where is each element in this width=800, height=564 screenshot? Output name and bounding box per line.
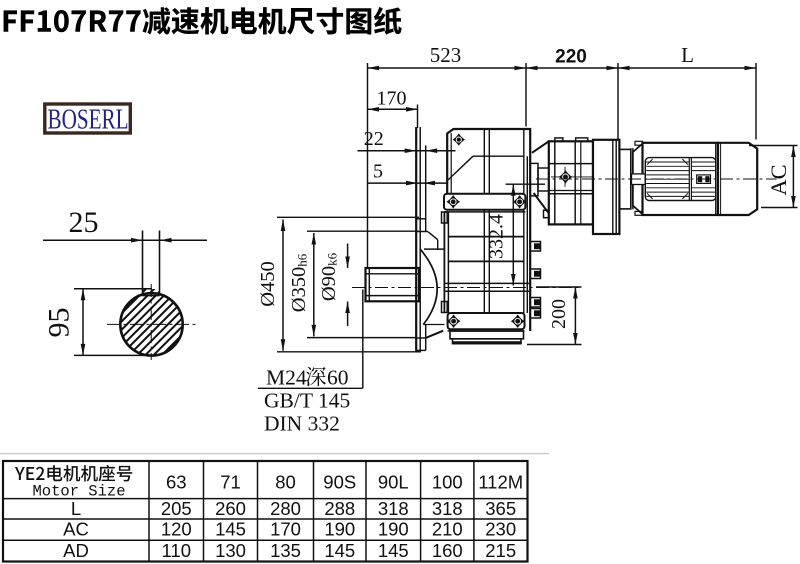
svg-text:Ø450: Ø450 — [257, 261, 279, 307]
svg-text:200: 200 — [548, 299, 570, 329]
svg-text:90S: 90S — [323, 472, 356, 493]
svg-text:AC: AC — [63, 519, 89, 540]
svg-text:190: 190 — [324, 519, 355, 540]
svg-text:25: 25 — [69, 206, 99, 239]
svg-text:95: 95 — [42, 308, 75, 338]
svg-text:145: 145 — [378, 540, 409, 561]
svg-text:110: 110 — [162, 540, 192, 561]
svg-text:AD: AD — [63, 540, 89, 561]
svg-text:318: 318 — [432, 498, 463, 519]
svg-text:71: 71 — [220, 472, 241, 493]
svg-text:Motor Size: Motor Size — [32, 483, 125, 501]
svg-text:280: 280 — [270, 498, 301, 519]
svg-text:60: 60 — [327, 366, 349, 390]
svg-text:215: 215 — [485, 540, 516, 561]
svg-text:170: 170 — [270, 519, 301, 540]
svg-text:135: 135 — [270, 540, 301, 561]
svg-text:130: 130 — [215, 540, 246, 561]
svg-text:332.4: 332.4 — [486, 214, 508, 259]
svg-text:Ø90k6: Ø90k6 — [318, 252, 340, 301]
svg-text:63: 63 — [166, 472, 187, 493]
svg-text:5: 5 — [373, 161, 383, 183]
svg-text:100: 100 — [432, 472, 463, 493]
svg-text:205: 205 — [161, 498, 192, 519]
svg-text:220: 220 — [555, 47, 587, 68]
svg-text:190: 190 — [378, 519, 409, 540]
svg-text:145: 145 — [324, 540, 355, 561]
svg-text:DIN 332: DIN 332 — [264, 412, 340, 436]
svg-text:260: 260 — [215, 498, 246, 519]
svg-text:80: 80 — [275, 472, 296, 493]
svg-text:145: 145 — [215, 519, 246, 540]
svg-text:523: 523 — [430, 43, 462, 67]
svg-text:GB/T 145: GB/T 145 — [264, 389, 350, 413]
svg-text:210: 210 — [432, 519, 463, 540]
svg-text:L: L — [681, 43, 694, 67]
svg-text:BOSERL: BOSERL — [48, 105, 129, 136]
svg-text:M24: M24 — [266, 366, 307, 390]
svg-text:AC: AC — [766, 164, 791, 195]
svg-text:318: 318 — [378, 498, 409, 519]
svg-text:L: L — [71, 498, 81, 519]
svg-text:112M: 112M — [478, 472, 523, 493]
svg-text:230: 230 — [485, 519, 516, 540]
svg-text:90L: 90L — [378, 472, 409, 493]
svg-text:120: 120 — [161, 519, 192, 540]
svg-text:365: 365 — [485, 498, 516, 519]
svg-text:22: 22 — [364, 128, 384, 150]
svg-text:Ø350h6: Ø350h6 — [288, 253, 310, 312]
svg-text:170: 170 — [377, 87, 407, 109]
svg-text:288: 288 — [324, 498, 355, 519]
svg-text:160: 160 — [432, 540, 463, 561]
